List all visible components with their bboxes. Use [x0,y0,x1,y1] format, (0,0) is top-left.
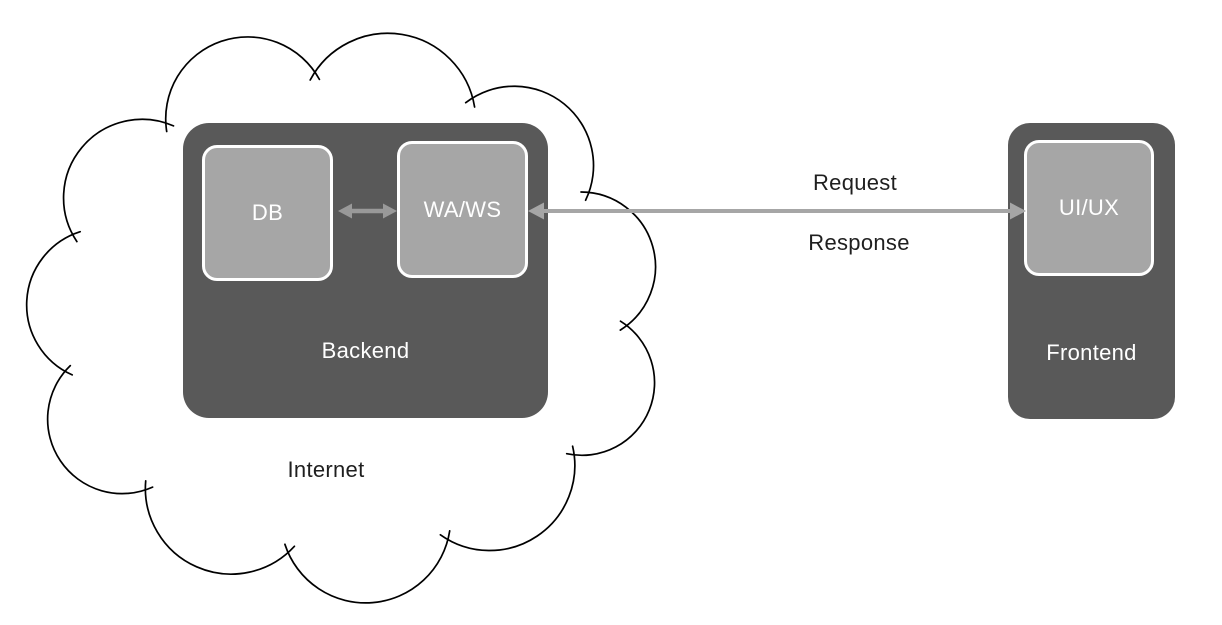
backend-container: DB WA/WS Backend [183,123,548,418]
uiux-label: UI/UX [1058,195,1120,220]
db-waws-arrowhead-right [383,203,397,219]
frontend-container: UI/UX Frontend [1008,123,1175,419]
waws-node: WA/WS [397,141,528,278]
db-waws-arrow [338,203,397,219]
request-response-arrowhead-right [1010,202,1026,220]
db-node: DB [202,145,333,281]
request-label: Request [812,170,898,195]
frontend-label: Frontend [1046,340,1137,365]
uiux-node: UI/UX [1024,140,1154,276]
db-waws-arrowhead-left [338,203,352,219]
request-response-arrow [528,202,1026,220]
db-label: DB [251,200,284,225]
cloud-outline [25,32,657,604]
request-response-arrowhead-left [528,202,544,220]
internet-label: Internet [287,457,365,482]
backend-label: Backend [321,338,410,363]
waws-label: WA/WS [423,196,502,222]
response-label: Response [808,230,910,255]
